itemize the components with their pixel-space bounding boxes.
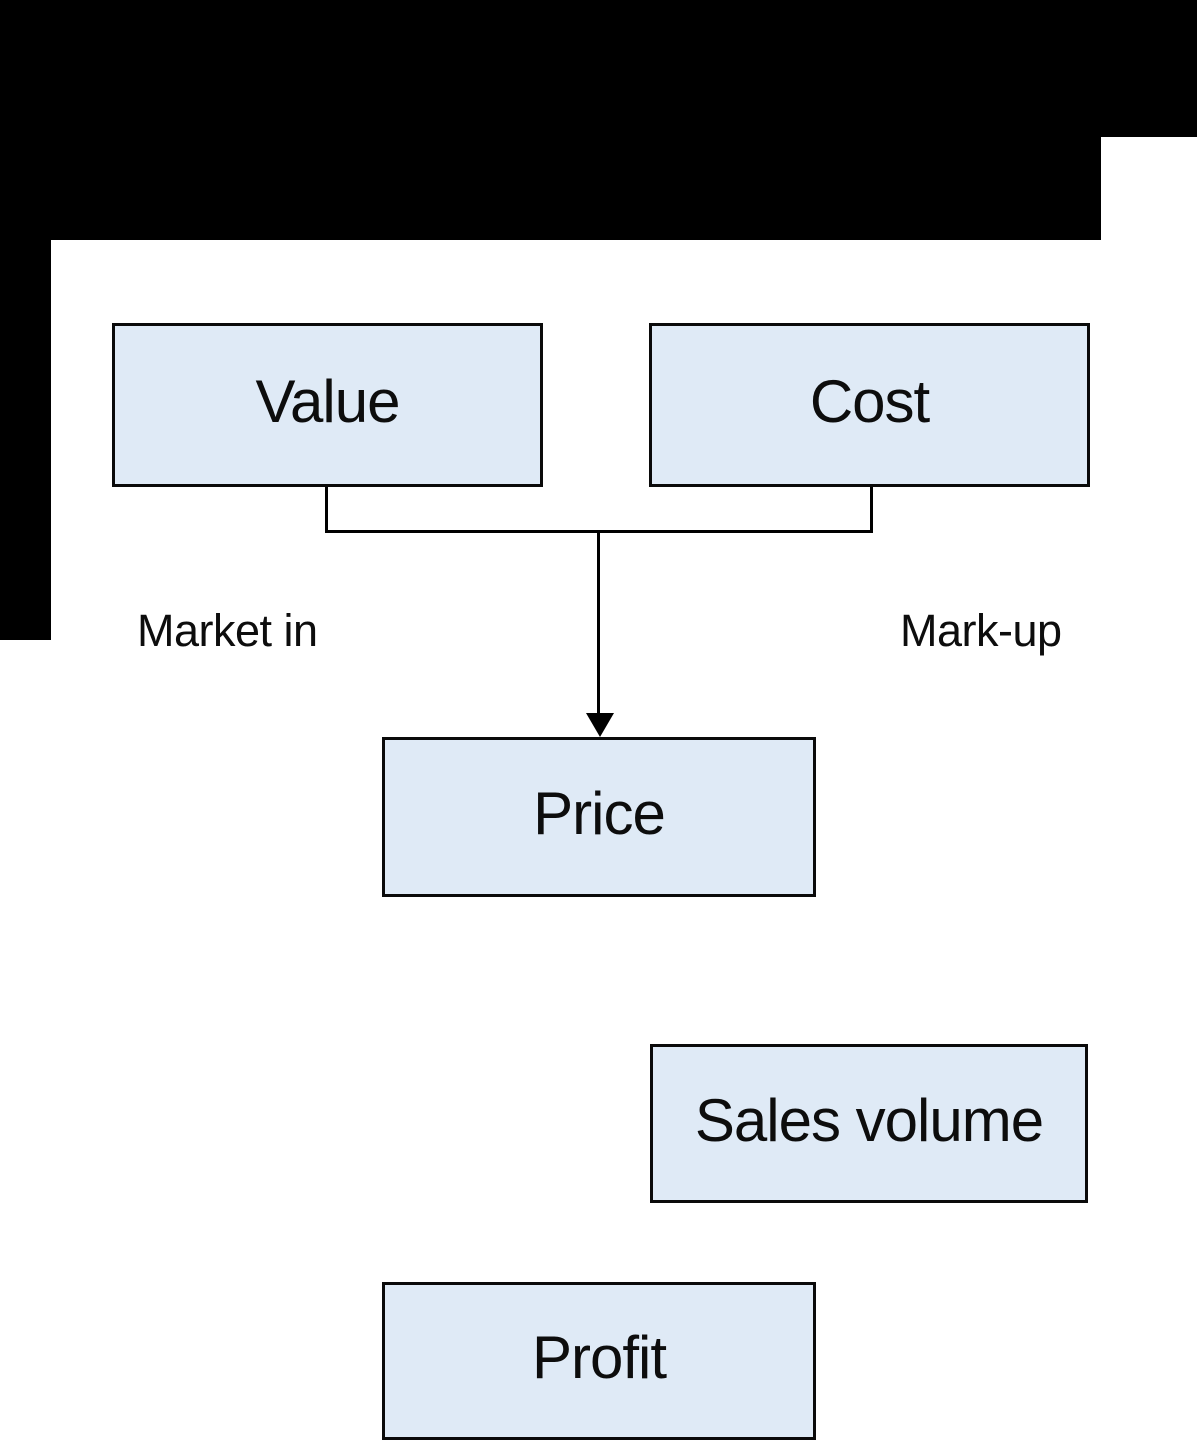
- value-box-label: Value: [255, 368, 400, 435]
- connector-arrow-stem: [597, 530, 600, 715]
- profit-box: Profit: [382, 1282, 816, 1440]
- mark-up-label: Mark-up: [900, 605, 1062, 656]
- sales-volume-box-label: Sales volume: [694, 1086, 1044, 1154]
- connector-value-drop: [325, 487, 328, 533]
- mask-bottom-block: [0, 0, 813, 238]
- cost-box-label: Cost: [809, 368, 930, 435]
- price-box-label: Price: [533, 780, 666, 847]
- connector-cost-drop: [870, 487, 873, 533]
- profit-box-label: Profit: [531, 1324, 667, 1391]
- cost-box: Cost: [649, 323, 1090, 487]
- arrow-head-icon: [586, 713, 614, 737]
- sales-volume-box: Sales volume: [650, 1044, 1088, 1203]
- price-box: Price: [382, 737, 816, 897]
- market-in-label: Market in: [137, 605, 318, 656]
- value-box: Value: [112, 323, 543, 487]
